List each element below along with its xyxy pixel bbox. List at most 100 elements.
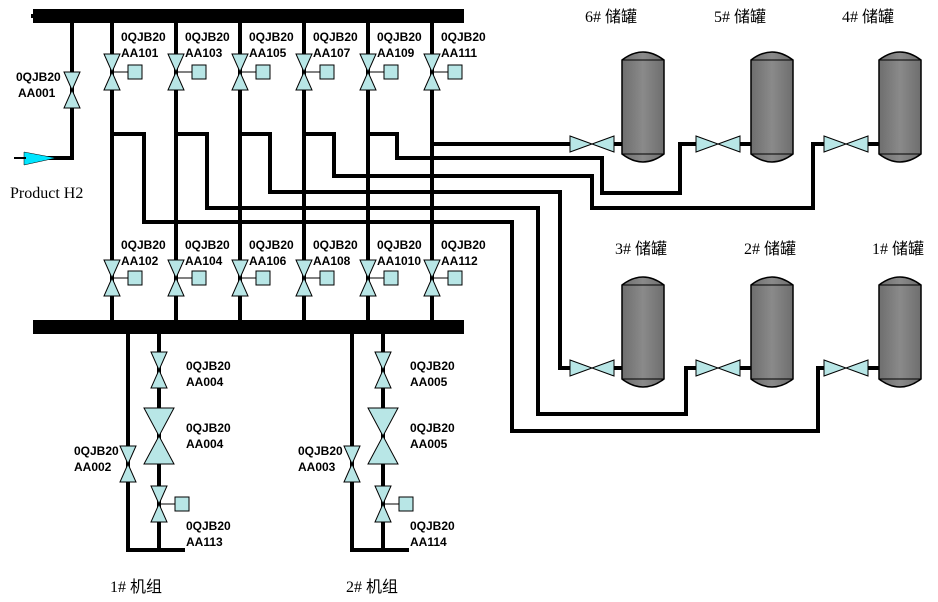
lower-valve-AA102[interactable] bbox=[103, 259, 143, 297]
unit2-name: 2# 机组 bbox=[346, 578, 398, 596]
tank-bottom-0-label: 3# 储罐 bbox=[615, 240, 667, 258]
unit1-name: 1# 机组 bbox=[110, 578, 162, 596]
upper-valve-label-3-prefix: 0QJB20 bbox=[313, 30, 358, 44]
lower-valve-label-5-id: AA112 bbox=[441, 254, 478, 268]
lower-valve-AA108[interactable] bbox=[295, 259, 335, 297]
tank-bottom-valve-2[interactable] bbox=[823, 359, 869, 377]
upper-valve-label-2-id: AA105 bbox=[249, 46, 287, 60]
tank-bottom-2: 1# 储罐 bbox=[872, 240, 924, 388]
lower-valve-label-2-prefix: 0QJB20 bbox=[249, 238, 294, 252]
unit1-valve-a-label-prefix: 0QJB20 bbox=[186, 359, 231, 373]
unit1-side-valve[interactable] bbox=[119, 445, 137, 483]
upper-valve-label-0-id: AA101 bbox=[121, 46, 159, 60]
upper-valve-AA107[interactable] bbox=[295, 53, 335, 91]
unit1-side-label-id: AA002 bbox=[74, 460, 112, 474]
lower-valve-label-1-prefix: 0QJB20 bbox=[185, 238, 230, 252]
upper-valve-label-5-id: AA111 bbox=[441, 46, 477, 60]
upper-valve-label-0-prefix: 0QJB20 bbox=[121, 30, 166, 44]
unit2-valve-a-label-prefix: 0QJB20 bbox=[410, 359, 455, 373]
unit1-valve-b-label-prefix: 0QJB20 bbox=[186, 421, 231, 435]
upper-valve-label-1-prefix: 0QJB20 bbox=[185, 30, 230, 44]
unit-valves bbox=[119, 351, 414, 523]
unit2-side-label-id: AA003 bbox=[298, 460, 336, 474]
lower-valve-label-3-prefix: 0QJB20 bbox=[313, 238, 358, 252]
upper-valve-AA103[interactable] bbox=[167, 53, 207, 91]
unit2-valve-a-label-id: AA005 bbox=[410, 375, 448, 389]
tank-bottom-1-label: 2# 储罐 bbox=[744, 240, 796, 258]
tank-bottom-valve-0[interactable] bbox=[569, 359, 615, 377]
actuator-icon bbox=[319, 64, 335, 80]
unit2-valve-a[interactable] bbox=[374, 351, 392, 389]
unit2-valve-c-label-id: AA114 bbox=[410, 535, 447, 549]
unit2-valve-b[interactable] bbox=[367, 407, 399, 465]
unit1-valve-a[interactable] bbox=[150, 351, 168, 389]
actuator-icon bbox=[255, 270, 271, 286]
lower-valve-label-4-id: AA1010 bbox=[377, 254, 421, 268]
tank-bottom-0: 3# 储罐 bbox=[615, 240, 667, 388]
lower-valve-label-0-id: AA102 bbox=[121, 254, 159, 268]
upper-valve-label-5-prefix: 0QJB20 bbox=[441, 30, 486, 44]
lower-valve-AA104[interactable] bbox=[167, 259, 207, 297]
unit1-valve-b-label-id: AA004 bbox=[186, 437, 224, 451]
actuator-icon bbox=[319, 270, 335, 286]
upper-valve-AA111[interactable] bbox=[423, 53, 463, 91]
actuator-icon bbox=[398, 496, 414, 512]
inlet-valve[interactable] bbox=[63, 71, 81, 109]
upper-valve-label-2-prefix: 0QJB20 bbox=[249, 30, 294, 44]
unit2-side-label-prefix: 0QJB20 bbox=[298, 444, 343, 458]
tank-valves bbox=[569, 135, 869, 377]
lower-valves bbox=[103, 259, 463, 297]
lower-valve-label-5-prefix: 0QJB20 bbox=[441, 238, 486, 252]
lower-valve-AA112[interactable] bbox=[423, 259, 463, 297]
tank-bottom-valve-1[interactable] bbox=[695, 359, 741, 377]
actuator-icon bbox=[127, 64, 143, 80]
unit2-side-valve[interactable] bbox=[343, 445, 361, 483]
upper-valve-AA105[interactable] bbox=[231, 53, 271, 91]
actuator-icon bbox=[174, 496, 190, 512]
top-header-bus bbox=[33, 9, 464, 23]
unit2-valve-b-label-id: AA005 bbox=[410, 437, 448, 451]
unit1-side-label-prefix: 0QJB20 bbox=[74, 444, 119, 458]
lower-valve-AA1010[interactable] bbox=[359, 259, 399, 297]
actuator-icon bbox=[127, 270, 143, 286]
upper-valve-AA101[interactable] bbox=[103, 53, 143, 91]
unit2-valve-c[interactable] bbox=[374, 485, 414, 523]
actuator-icon bbox=[191, 270, 207, 286]
actuator-icon bbox=[447, 64, 463, 80]
unit1-valve-b[interactable] bbox=[143, 407, 175, 465]
upper-valve-label-4-id: AA109 bbox=[377, 46, 415, 60]
upper-valve-label-3-id: AA107 bbox=[313, 46, 351, 60]
actuator-icon bbox=[191, 64, 207, 80]
lower-valve-label-2-id: AA106 bbox=[249, 254, 287, 268]
product-label: Product H2 bbox=[10, 185, 83, 202]
tank-top-valve-2[interactable] bbox=[823, 135, 869, 153]
upper-valve-label-4-prefix: 0QJB20 bbox=[377, 30, 422, 44]
actuator-icon bbox=[383, 270, 399, 286]
upper-valves bbox=[103, 53, 463, 91]
inlet-valve-prefix: 0QJB20 bbox=[16, 70, 61, 84]
tank-bottom-1: 2# 储罐 bbox=[744, 240, 796, 388]
tank-top-valve-1[interactable] bbox=[695, 135, 741, 153]
unit2-valve-c-label-prefix: 0QJB20 bbox=[410, 519, 455, 533]
inlet-valve-symbol[interactable] bbox=[63, 71, 81, 109]
flow-arrow-icon bbox=[23, 151, 57, 166]
lower-valve-label-0-prefix: 0QJB20 bbox=[121, 238, 166, 252]
tank-bottom-2-label: 1# 储罐 bbox=[872, 240, 924, 258]
actuator-icon bbox=[255, 64, 271, 80]
tank-top-2: 4# 储罐 bbox=[842, 8, 922, 163]
upper-valve-AA109[interactable] bbox=[359, 53, 399, 91]
lower-valve-AA106[interactable] bbox=[231, 259, 271, 297]
unit2-valve-b-label-prefix: 0QJB20 bbox=[410, 421, 455, 435]
valve-labels: 0QJB20AA1010QJB20AA1030QJB20AA1050QJB20A… bbox=[74, 30, 486, 549]
lower-valve-label-4-prefix: 0QJB20 bbox=[377, 238, 422, 252]
unit-pipes bbox=[126, 332, 409, 552]
tank-top-valve-0[interactable] bbox=[569, 135, 615, 153]
unit1-valve-c[interactable] bbox=[150, 485, 190, 523]
bottom-header-bus bbox=[33, 320, 464, 334]
unit1-valve-c-label-id: AA113 bbox=[186, 535, 223, 549]
upper-valve-label-1-id: AA103 bbox=[185, 46, 223, 60]
tank-top-0-label: 6# 储罐 bbox=[585, 8, 637, 26]
tank-top-2-label: 4# 储罐 bbox=[842, 8, 894, 26]
